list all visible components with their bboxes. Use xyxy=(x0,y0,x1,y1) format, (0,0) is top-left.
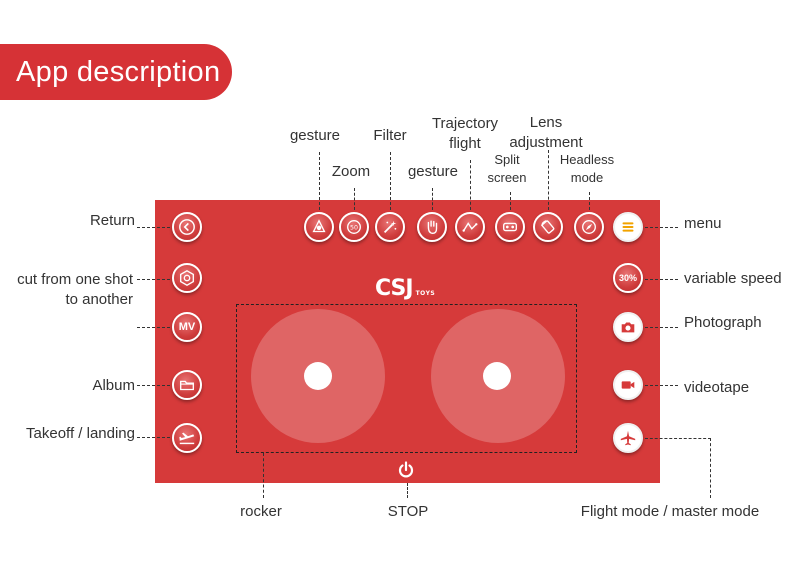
label-album: Album xyxy=(92,377,135,394)
magic-wand-icon xyxy=(383,220,397,234)
mv-button[interactable]: MV xyxy=(172,312,202,342)
label-lens-line2: adjustment xyxy=(509,134,583,151)
camera-icon xyxy=(621,322,635,333)
page-banner: App description xyxy=(0,44,232,100)
gesture-photo-button[interactable] xyxy=(304,212,334,242)
label-trajectory-line2: flight xyxy=(449,135,481,152)
power-icon xyxy=(398,461,414,478)
leader-return xyxy=(137,227,170,228)
label-photograph: Photograph xyxy=(684,314,762,331)
label-filter: Filter xyxy=(373,127,407,144)
menu-button[interactable] xyxy=(613,212,643,242)
label-split-line2: screen xyxy=(487,170,527,185)
leader-headless xyxy=(589,192,590,210)
label-variable-speed: variable speed xyxy=(684,270,782,287)
leader-filter xyxy=(390,152,391,210)
label-return: Return xyxy=(89,212,135,229)
leader-video xyxy=(645,385,678,386)
svg-text:50: 50 xyxy=(350,225,358,232)
trajectory-icon xyxy=(462,222,478,232)
leader-split xyxy=(510,192,511,210)
album-button[interactable] xyxy=(172,370,202,400)
leader-flight-h xyxy=(645,438,711,439)
leader-cut xyxy=(137,279,170,280)
gesture-button[interactable] xyxy=(417,212,447,242)
split-screen-button[interactable] xyxy=(495,212,525,242)
leader-lens xyxy=(548,150,549,210)
leader-takeoff xyxy=(137,437,170,438)
speed-label: 30% xyxy=(618,273,637,283)
label-headless-line2: mode xyxy=(570,170,604,185)
label-rocker: rocker xyxy=(240,503,282,520)
label-headless-line1: Headless xyxy=(559,152,615,167)
leader-speed xyxy=(645,279,678,280)
vr-goggles-icon xyxy=(503,222,517,232)
photograph-button[interactable] xyxy=(613,312,643,342)
airplane-icon xyxy=(620,430,636,446)
gesture-icon xyxy=(312,219,326,233)
hand-icon xyxy=(427,220,438,234)
takeoff-landing-button[interactable] xyxy=(172,423,202,453)
folder-icon xyxy=(180,380,194,391)
logo-sub: TOYS xyxy=(415,290,436,297)
leader-album xyxy=(137,385,170,386)
label-stop: STOP xyxy=(387,503,429,520)
leader-menu xyxy=(645,227,678,228)
label-zoom: Zoom xyxy=(331,163,371,180)
switch-camera-icon xyxy=(180,270,194,286)
label-cut-line2: to another xyxy=(65,291,133,308)
label-lens-line1: Lens xyxy=(529,114,563,131)
mv-label: MV xyxy=(178,321,196,333)
zoom-button[interactable]: 50 xyxy=(339,212,369,242)
videotape-button[interactable] xyxy=(613,370,643,400)
leader-flight-v xyxy=(710,438,711,498)
label-videotape: videotape xyxy=(684,379,750,396)
leader-trajectory xyxy=(470,160,471,210)
label-gesture2: gesture xyxy=(407,163,459,180)
rocker-area xyxy=(236,304,577,453)
label-menu: menu xyxy=(684,215,722,232)
takeoff-icon xyxy=(179,432,195,445)
switch-camera-button[interactable] xyxy=(172,263,202,293)
label-split-line1: Split xyxy=(494,152,520,167)
video-camera-icon xyxy=(621,381,635,389)
leader-zoom xyxy=(354,188,355,210)
leader-photo xyxy=(645,327,678,328)
leader-stop xyxy=(407,483,408,498)
label-gesture1: gesture xyxy=(289,127,341,144)
chevron-left-icon xyxy=(179,219,195,235)
compass-icon xyxy=(582,220,596,234)
filter-button[interactable] xyxy=(375,212,405,242)
leader-gesture1 xyxy=(319,152,320,210)
trajectory-flight-button[interactable] xyxy=(455,212,485,242)
leader-mv xyxy=(137,327,170,328)
zoom-icon: 50 xyxy=(347,220,361,234)
left-joystick-knob[interactable] xyxy=(304,362,332,390)
label-flight-mode: Flight mode / master mode xyxy=(580,503,760,520)
stop-button[interactable] xyxy=(394,458,418,482)
logo-brand: CSJ xyxy=(375,276,414,301)
leader-gesture2 xyxy=(432,188,433,210)
label-takeoff: Takeoff / landing xyxy=(26,425,135,442)
right-joystick-knob[interactable] xyxy=(483,362,511,390)
flight-mode-button[interactable] xyxy=(613,423,643,453)
rotate-icon xyxy=(541,220,555,234)
variable-speed-button[interactable]: 30% xyxy=(613,263,643,293)
label-cut-line1: cut from one shot xyxy=(17,271,133,288)
headless-mode-button[interactable] xyxy=(574,212,604,242)
lens-adjustment-button[interactable] xyxy=(533,212,563,242)
app-screen xyxy=(155,200,660,483)
menu-icon xyxy=(622,222,634,232)
return-button[interactable] xyxy=(172,212,202,242)
label-trajectory-line1: Trajectory xyxy=(431,115,499,132)
leader-rocker xyxy=(263,453,264,498)
